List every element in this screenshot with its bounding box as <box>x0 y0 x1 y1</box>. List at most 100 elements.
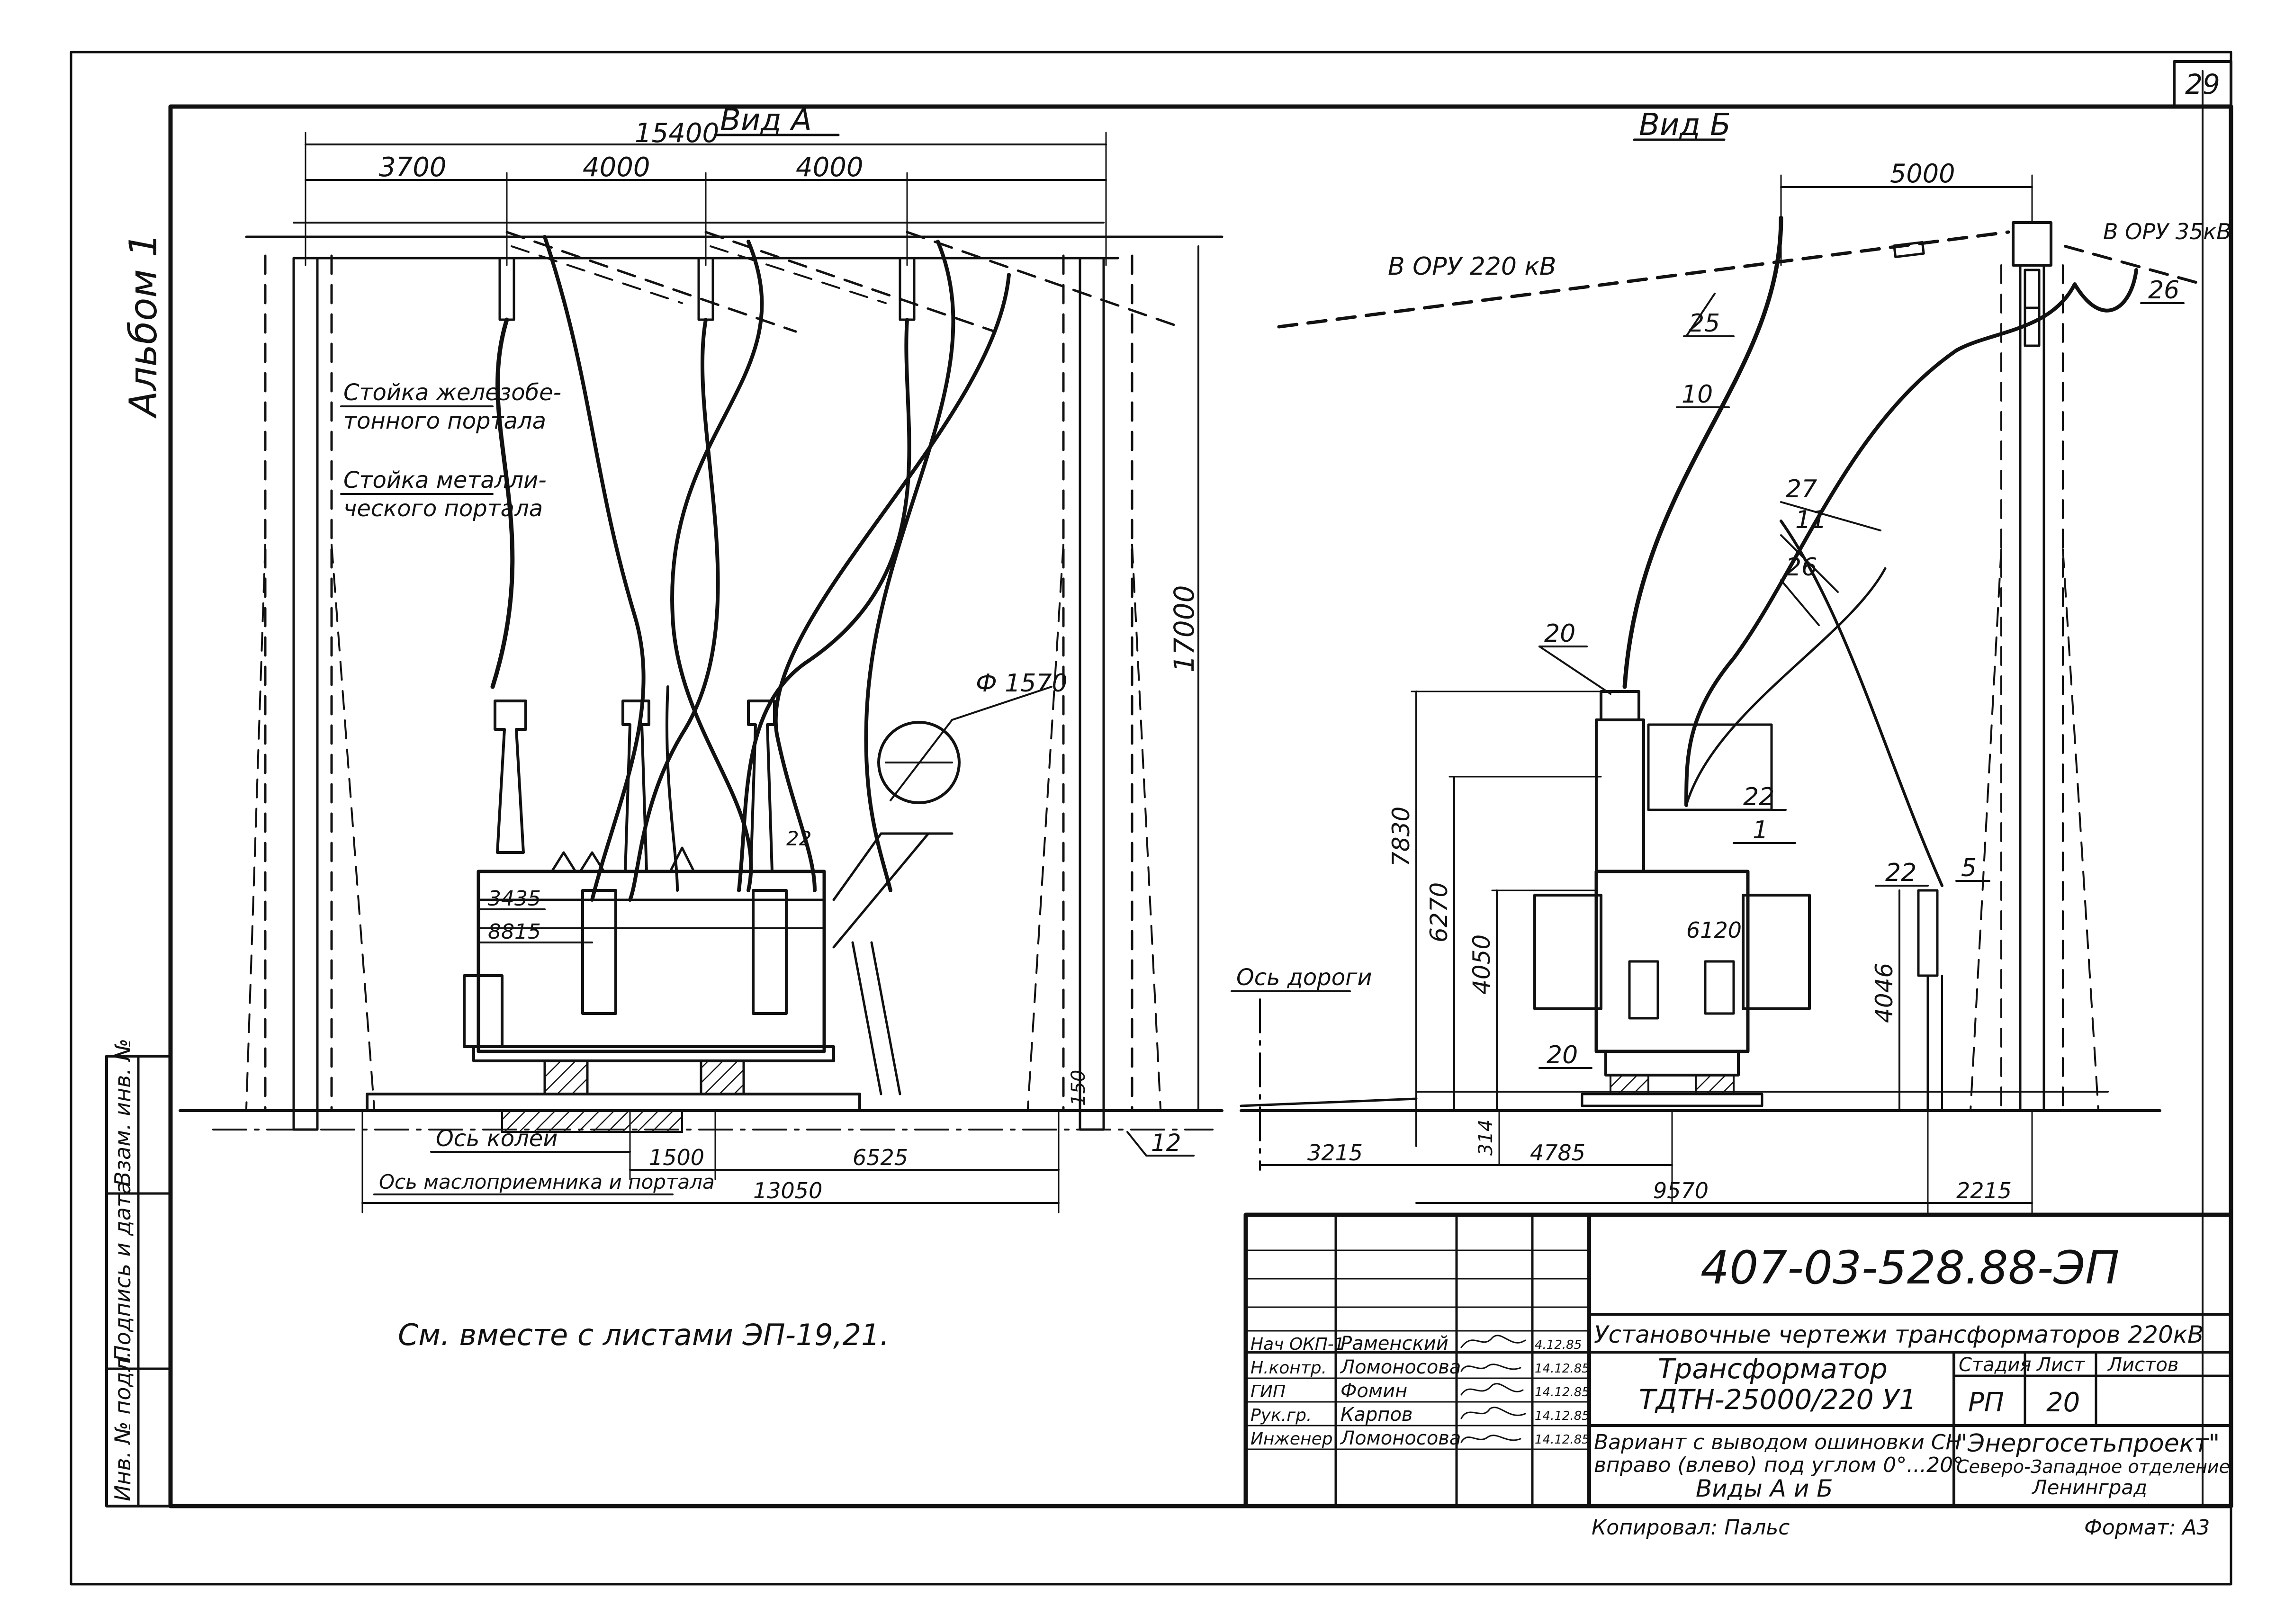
outer-border <box>70 51 2232 1586</box>
expander-circle <box>877 721 961 804</box>
label-receiver-axis: Ось маслоприемника и портала <box>379 1170 715 1193</box>
note-see-sheets: См. вместе с листами ЭП-19,21. <box>398 1318 889 1352</box>
left-strip: Инв. № подл. Подпись и дата Взам. инв. № <box>105 1039 172 1507</box>
project-title: Установочные чертежи трансформаторов 220… <box>1594 1321 2204 1348</box>
sheet-value: 20 <box>2046 1387 2080 1418</box>
callout-26-top: 26 <box>2148 276 2179 305</box>
drawing-title-1: Трансформатор <box>1658 1353 1888 1385</box>
signer-name: Фомин <box>1340 1380 1407 1402</box>
signer-row: ГИП Фомин 14.12.85 <box>1250 1380 1590 1402</box>
dim-4785: 4785 <box>1530 1140 1585 1166</box>
signer-row: Н.контр. Ломоносова 14.12.85 <box>1250 1356 1590 1378</box>
format: Формат: А3 <box>2084 1516 2210 1540</box>
signature <box>1460 1407 1526 1419</box>
org-city: Ленинград <box>2031 1476 2147 1499</box>
dim-17000: 17000 <box>1168 585 1200 673</box>
signature <box>1460 1364 1521 1372</box>
org-name: "Энергосетьпроект" <box>1956 1429 2220 1458</box>
label-post-concrete-1: Стойка железобе- <box>343 379 561 406</box>
signer-role: Н.контр. <box>1250 1358 1327 1378</box>
signer-role: Рук.гр. <box>1250 1406 1312 1425</box>
callout-12: 12 <box>1151 1129 1181 1157</box>
dim-13050: 13050 <box>753 1178 822 1203</box>
dim-15400: 15400 <box>635 118 719 149</box>
callout-20-bottom: 20 <box>1547 1041 1578 1069</box>
title-block: 407-03-528.88-ЭП Установочные чертежи тр… <box>1243 1212 2233 1540</box>
callout-26-mid: 26 <box>1786 553 1817 582</box>
doc-code: 407-03-528.88-ЭП <box>1700 1241 2119 1294</box>
signer-date: 14.12.85 <box>1535 1433 1590 1447</box>
callout-22-b: 22 <box>1743 783 1774 811</box>
stage-value: РП <box>1968 1387 2004 1418</box>
signer-row: Нач ОКП-1 Раменский 4.12.85 <box>1250 1333 1582 1355</box>
signer-row: Инженер Ломоносова 14.12.85 <box>1250 1427 1590 1449</box>
signer-role: Инженер <box>1250 1429 1333 1449</box>
dim-4046: 4046 <box>1871 963 1898 1023</box>
album-label: Альбом 1 <box>121 233 165 419</box>
hdr-stage: Стадия <box>1959 1354 2031 1376</box>
signer-name: Карпов <box>1340 1404 1413 1426</box>
signer-row: Рук.гр. Карпов 14.12.85 <box>1250 1404 1590 1426</box>
variant-line-3: Виды А и Б <box>1696 1475 1833 1502</box>
callout-10: 10 <box>1682 380 1713 409</box>
dim-4000-a: 4000 <box>583 152 650 183</box>
strip-signature-date: Подпись и дата <box>110 1181 135 1362</box>
callout-5: 5 <box>1961 854 1977 882</box>
strip-vzam-inv: Взам. инв. № <box>110 1039 135 1186</box>
callout-22-c: 22 <box>1885 859 1916 887</box>
dim-7830: 7830 <box>1387 807 1415 867</box>
label-post-metal-2: ческого портала <box>343 495 543 522</box>
view-b: Вид Б 5000 В ОРУ 220 кВ В ОРУ 35кВ 25 10 <box>1231 108 2231 1213</box>
signature <box>1460 1435 1521 1443</box>
signer-role: ГИП <box>1250 1382 1286 1401</box>
label-road-axis: Ось дороги <box>1236 964 1372 991</box>
signature <box>1460 1335 1526 1348</box>
label-rail-axis: Ось колеи <box>436 1125 558 1152</box>
callout-25: 25 <box>1689 309 1720 338</box>
signer-date: 14.12.85 <box>1535 1362 1590 1376</box>
view-b-title: Вид Б <box>1639 108 1731 143</box>
strip-inv-podl: Инв. № подл. <box>110 1351 135 1501</box>
dim-1500: 1500 <box>649 1145 704 1170</box>
callout-1: 1 <box>1753 816 1768 844</box>
dim-4050: 4050 <box>1468 934 1495 995</box>
copied-by: Копировал: Пальс <box>1592 1516 1790 1540</box>
callout-27: 27 <box>1786 475 1817 503</box>
phi-1570: Ф 1570 <box>976 669 1068 698</box>
dim-6120: 6120 <box>1686 917 1742 943</box>
signer-name: Ломоносова <box>1340 1356 1461 1378</box>
label-post-concrete-2: тонного портала <box>343 408 546 434</box>
signer-role: Нач ОКП-1 <box>1250 1335 1345 1354</box>
callout-11: 11 <box>1795 506 1826 534</box>
signer-name: Ломоносова <box>1340 1427 1461 1449</box>
signer-name: Раменский <box>1340 1333 1448 1355</box>
variant-line-1: Вариант с выводом ошиновки СН <box>1594 1430 1961 1454</box>
to-oru-35: В ОРУ 35кВ <box>2103 219 2231 244</box>
sheet-number: 29 <box>2185 68 2220 100</box>
signer-date: 14.12.85 <box>1535 1385 1590 1400</box>
transformer-tank-a <box>477 870 826 1053</box>
variant-line-2: вправо (влево) под углом 0°...20°. <box>1594 1453 1970 1477</box>
signer-date: 14.12.85 <box>1535 1409 1590 1423</box>
dim-6525: 6525 <box>853 1145 908 1170</box>
label-post-metal-1: Стойка металли- <box>343 467 547 493</box>
view-a: Вид А 15400 3700 4000 4000 <box>179 103 1223 1213</box>
sheet-number-box <box>2173 60 2232 108</box>
dim-8815: 8815 <box>488 920 541 944</box>
hdr-sheet: Лист <box>2036 1354 2086 1376</box>
dim-314: 314 <box>1475 1120 1497 1156</box>
dim-5000: 5000 <box>1890 159 1955 188</box>
signer-date: 4.12.85 <box>1535 1338 1582 1352</box>
dim-22-a: 22 <box>786 827 811 850</box>
dim-3700: 3700 <box>379 152 447 183</box>
dim-6270: 6270 <box>1425 882 1453 942</box>
inner-frame <box>168 104 2233 1508</box>
dim-3435: 3435 <box>488 887 541 911</box>
drawing-title-2: ТДТН-25000/220 У1 <box>1639 1383 1916 1416</box>
view-a-title: Вид А <box>720 103 812 138</box>
to-oru-220: В ОРУ 220 кВ <box>1388 252 1556 281</box>
dim-9570: 9570 <box>1653 1178 1709 1203</box>
org-branch: Северо-Западное отделение <box>1956 1456 2230 1477</box>
